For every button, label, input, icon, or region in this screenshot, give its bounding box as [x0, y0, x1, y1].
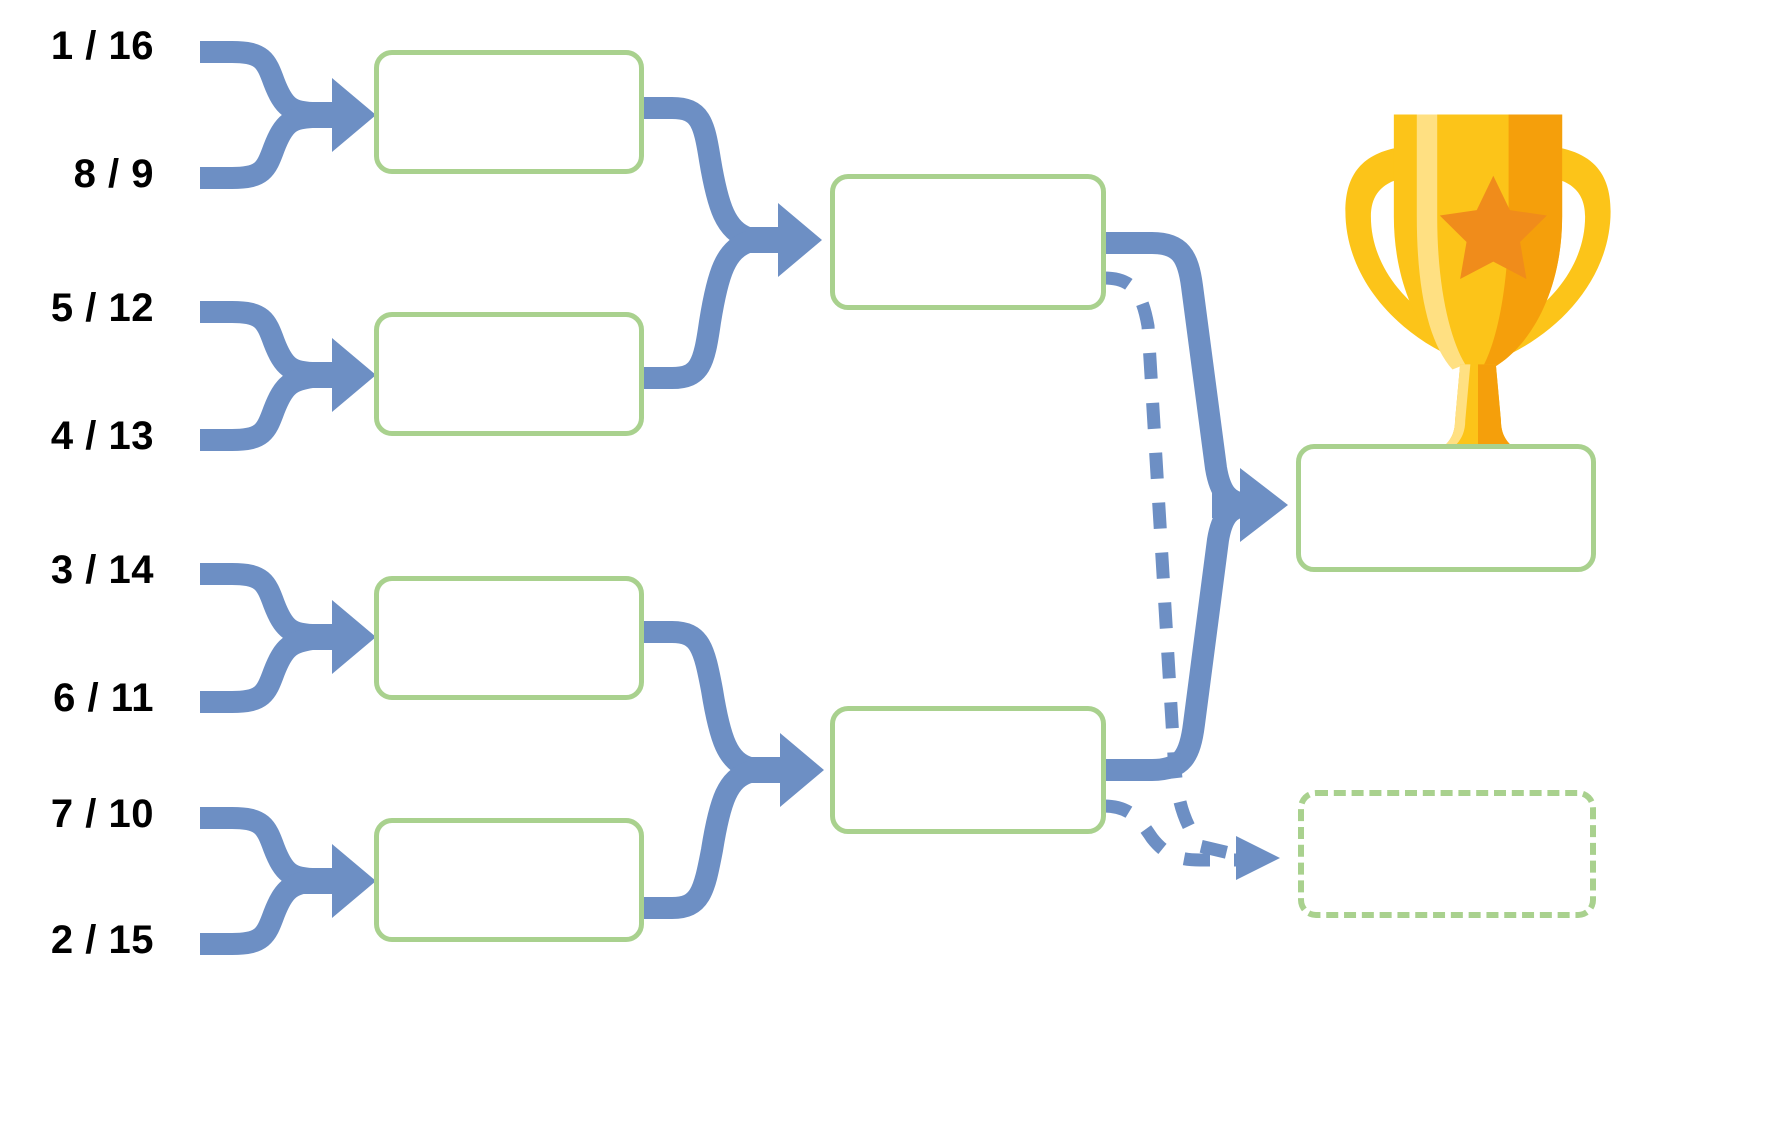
connector-round2-bottom — [640, 621, 824, 919]
match-slot-qf-4[interactable] — [374, 818, 644, 942]
connector-round1-pair-d — [200, 807, 376, 955]
connector-round1-pair-c — [200, 563, 376, 713]
connector-round1-pair-b — [200, 301, 376, 451]
seed-label-6: 6 / 11 — [53, 676, 154, 720]
match-slot-sf-1[interactable] — [830, 174, 1106, 310]
match-slot-sf-2[interactable] — [830, 706, 1106, 834]
match-slot-consolation[interactable] — [1298, 790, 1596, 918]
seed-label-4: 4 / 13 — [50, 414, 154, 458]
seed-label-8: 2 / 15 — [50, 918, 154, 962]
connector-final-winners — [1104, 232, 1288, 781]
seed-label-1: 1 / 16 — [50, 24, 154, 68]
connector-consolation-losers — [1103, 271, 1280, 880]
seed-label-5: 3 / 14 — [50, 548, 154, 592]
match-slot-qf-3[interactable] — [374, 576, 644, 700]
connector-round2-top — [640, 97, 822, 389]
match-slot-qf-1[interactable] — [374, 50, 644, 174]
connector-round1-pair-a — [200, 41, 376, 189]
match-slot-qf-2[interactable] — [374, 312, 644, 436]
seed-label-7: 7 / 10 — [50, 792, 154, 836]
match-slot-champion[interactable] — [1296, 444, 1596, 572]
seed-label-2: 8 / 9 — [73, 152, 154, 196]
seed-label-3: 5 / 12 — [50, 286, 154, 330]
